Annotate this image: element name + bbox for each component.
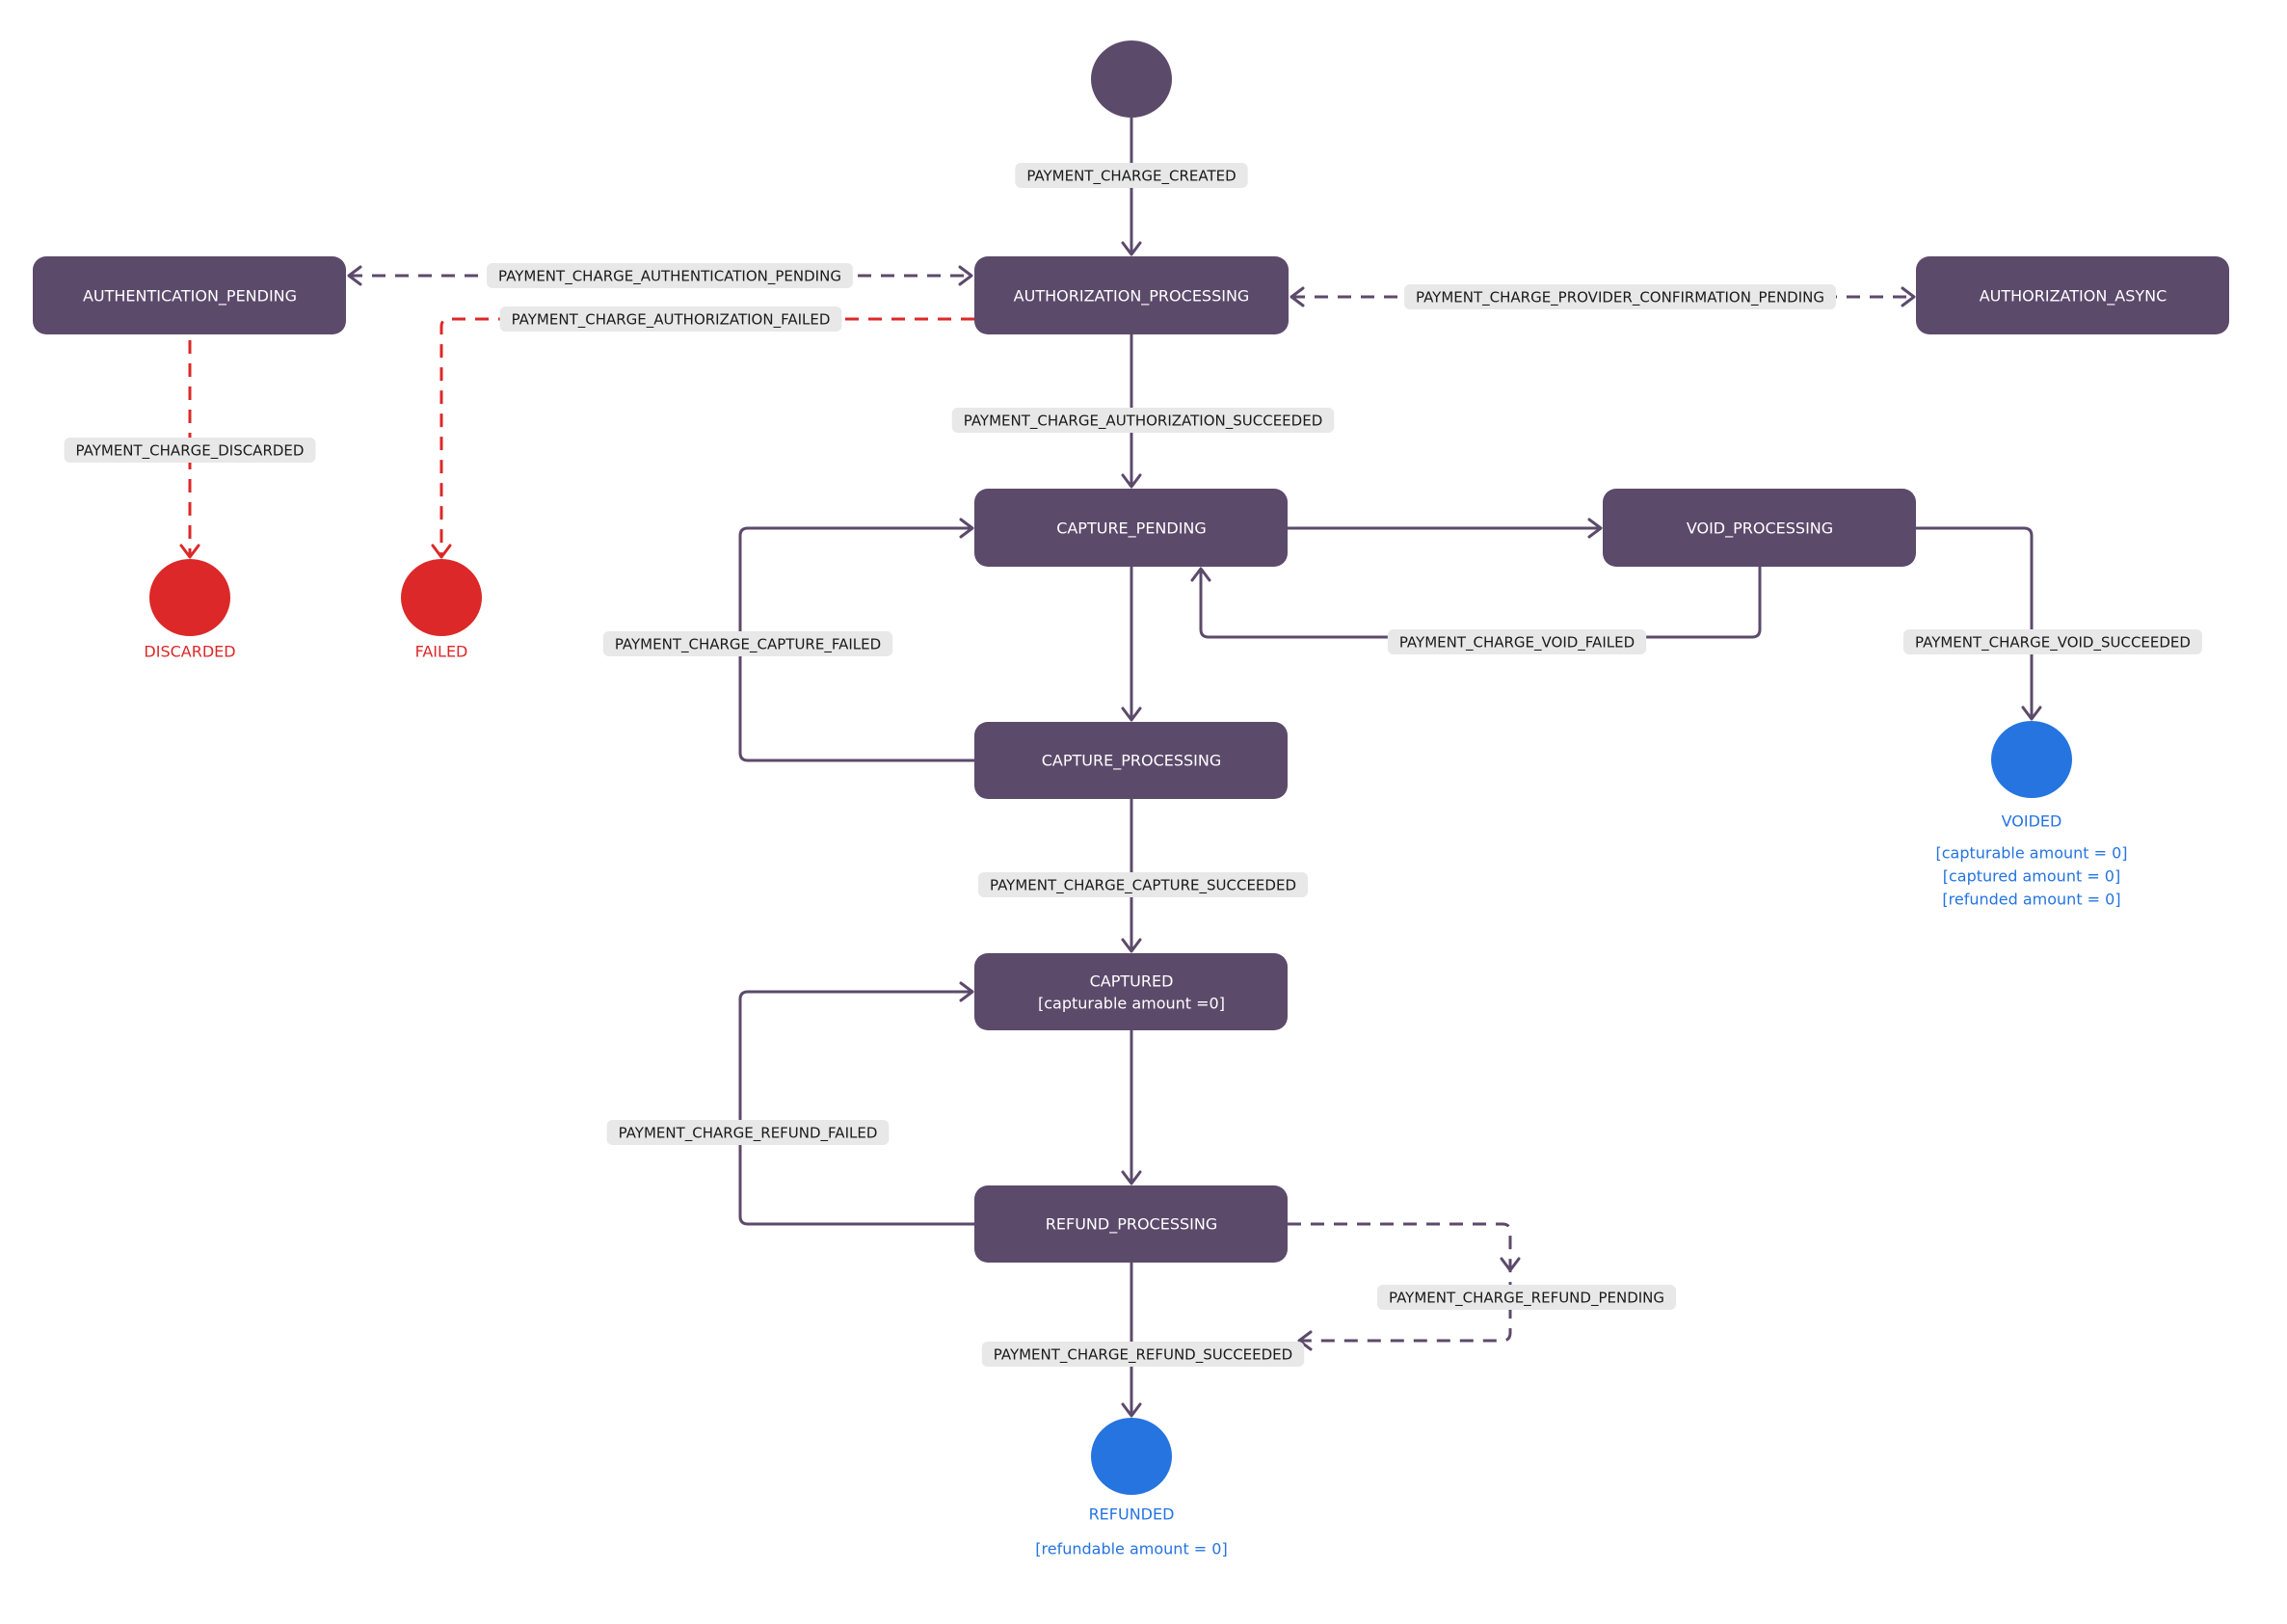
arrowhead-discarded	[179, 544, 200, 559]
arrowhead-capture-pending-to-processing	[1121, 706, 1142, 722]
arrowhead-provider-right	[1901, 286, 1916, 307]
state-void-processing[interactable]: VOID_PROCESSING	[1603, 489, 1916, 567]
label-text: PAYMENT_CHARGE_AUTHORIZATION_SUCCEEDED	[964, 413, 1323, 431]
arrowhead-authorization-failed	[431, 544, 452, 559]
label-refund-succeeded[interactable]: PAYMENT_CHARGE_REFUND_SUCCEEDED	[981, 1342, 1305, 1367]
arrowhead-refund-pending-left	[1297, 1330, 1313, 1351]
arrowhead-void-succeeded	[2021, 706, 2042, 721]
arrowhead-capture-pending-to-void	[1587, 518, 1603, 539]
state-captured[interactable]: CAPTURED [capturable amount =0]	[974, 953, 1288, 1030]
terminal-note: [capturable amount = 0]	[1935, 844, 2127, 863]
label-text: PAYMENT_CHARGE_AUTHENTICATION_PENDING	[498, 268, 841, 286]
terminal-discarded[interactable]: DISCARDED	[144, 559, 236, 661]
state-authentication-pending[interactable]: AUTHENTICATION_PENDING	[33, 256, 346, 334]
state-label: CAPTURE_PENDING	[1056, 519, 1207, 539]
label-created[interactable]: PAYMENT_CHARGE_CREATED	[1015, 163, 1248, 188]
state-label: CAPTURED	[1090, 972, 1174, 991]
terminal-refunded[interactable]: REFUNDED [refundable amount = 0]	[1035, 1418, 1228, 1558]
label-authorization-failed[interactable]: PAYMENT_CHARGE_AUTHORIZATION_FAILED	[499, 306, 842, 332]
arrowhead-authentication-pending-right	[958, 265, 973, 286]
state-label: VOID_PROCESSING	[1687, 519, 1833, 539]
label-text: PAYMENT_CHARGE_AUTHORIZATION_FAILED	[512, 311, 831, 330]
terminal-dot	[1991, 721, 2072, 798]
label-capture-failed[interactable]: PAYMENT_CHARGE_CAPTURE_FAILED	[602, 631, 893, 656]
label-text: PAYMENT_CHARGE_CREATED	[1026, 168, 1236, 186]
terminal-label: REFUNDED	[1089, 1505, 1175, 1524]
terminal-label: FAILED	[415, 643, 468, 661]
start-node[interactable]	[1091, 40, 1172, 118]
edge-void-succeeded	[1916, 526, 2034, 719]
label-capture-succeeded[interactable]: PAYMENT_CHARGE_CAPTURE_SUCCEEDED	[978, 872, 1308, 897]
arrowhead-refund-succeeded	[1121, 1402, 1142, 1418]
arrowhead-refund-pending-down	[1500, 1257, 1521, 1272]
state-label: AUTHORIZATION_ASYNC	[1980, 287, 2167, 306]
terminal-note: [refunded amount = 0]	[1942, 891, 2120, 909]
label-refund-pending[interactable]: PAYMENT_CHARGE_REFUND_PENDING	[1376, 1285, 1677, 1310]
terminal-dot	[401, 559, 482, 636]
state-label: CAPTURE_PROCESSING	[1042, 752, 1222, 771]
state-label: AUTHORIZATION_PROCESSING	[1014, 287, 1250, 306]
nodes: AUTHENTICATION_PENDING AUTHORIZATION_PRO…	[33, 40, 2229, 1558]
transition-labels: PAYMENT_CHARGE_CREATED PAYMENT_CHARGE_AU…	[64, 163, 2202, 1367]
label-refund-failed[interactable]: PAYMENT_CHARGE_REFUND_FAILED	[606, 1120, 890, 1145]
arrowhead-authentication-pending-left	[347, 265, 362, 286]
label-text: PAYMENT_CHARGE_REFUND_SUCCEEDED	[994, 1346, 1292, 1365]
label-text: PAYMENT_CHARGE_REFUND_FAILED	[619, 1125, 878, 1143]
terminal-note: [refundable amount = 0]	[1035, 1540, 1227, 1558]
label-text: PAYMENT_CHARGE_CAPTURE_FAILED	[615, 636, 881, 654]
state-label: AUTHENTICATION_PENDING	[83, 287, 297, 306]
arrowhead-created	[1121, 241, 1142, 256]
arrowhead-provider-left	[1290, 286, 1305, 307]
label-authorization-succeeded[interactable]: PAYMENT_CHARGE_AUTHORIZATION_SUCCEEDED	[951, 408, 1335, 433]
terminal-dot	[1091, 1418, 1172, 1495]
label-discarded[interactable]: PAYMENT_CHARGE_DISCARDED	[64, 438, 316, 463]
label-text: PAYMENT_CHARGE_PROVIDER_CONFIRMATION_PEN…	[1416, 289, 1824, 307]
edge-refund-failed	[738, 990, 974, 1226]
arrowhead-capture-failed	[959, 518, 974, 539]
state-refund-processing[interactable]: REFUND_PROCESSING	[974, 1185, 1288, 1263]
terminal-label: VOIDED	[2002, 812, 2062, 831]
label-text: PAYMENT_CHARGE_CAPTURE_SUCCEEDED	[990, 877, 1296, 895]
label-void-succeeded[interactable]: PAYMENT_CHARGE_VOID_SUCCEEDED	[1903, 629, 2202, 654]
terminal-label: DISCARDED	[144, 643, 235, 661]
state-note: [capturable amount =0]	[1038, 995, 1225, 1013]
terminal-note: [captured amount = 0]	[1943, 867, 2120, 886]
state-label: REFUND_PROCESSING	[1046, 1215, 1217, 1235]
terminal-voided[interactable]: VOIDED [capturable amount = 0] [captured…	[1935, 721, 2128, 909]
state-authorization-async[interactable]: AUTHORIZATION_ASYNC	[1916, 256, 2229, 334]
state-authorization-processing[interactable]: AUTHORIZATION_PROCESSING	[974, 256, 1289, 334]
label-text: PAYMENT_CHARGE_DISCARDED	[76, 442, 305, 461]
label-void-failed[interactable]: PAYMENT_CHARGE_VOID_FAILED	[1387, 629, 1647, 654]
edge-refund-pending	[1288, 1222, 1512, 1343]
edge-void-failed	[1199, 567, 1762, 639]
arrowhead-capture-succeeded	[1121, 938, 1142, 953]
arrowhead-authorization-succeeded	[1121, 473, 1142, 489]
terminal-failed[interactable]: FAILED	[401, 559, 482, 661]
edge-authorization-failed	[439, 317, 974, 557]
terminal-dot	[149, 559, 230, 636]
arrowhead-captured-to-refund	[1121, 1170, 1142, 1185]
arrowhead-void-failed	[1190, 567, 1211, 582]
arrowhead-refund-failed	[959, 981, 974, 1002]
state-capture-pending[interactable]: CAPTURE_PENDING	[974, 489, 1288, 567]
label-text: PAYMENT_CHARGE_REFUND_PENDING	[1389, 1290, 1664, 1308]
label-provider-confirmation-pending[interactable]: PAYMENT_CHARGE_PROVIDER_CONFIRMATION_PEN…	[1403, 284, 1837, 309]
label-text: PAYMENT_CHARGE_VOID_SUCCEEDED	[1915, 634, 2191, 652]
state-capture-processing[interactable]: CAPTURE_PROCESSING	[974, 722, 1288, 799]
label-authentication-pending[interactable]: PAYMENT_CHARGE_AUTHENTICATION_PENDING	[487, 263, 853, 288]
label-text: PAYMENT_CHARGE_VOID_FAILED	[1399, 634, 1635, 652]
